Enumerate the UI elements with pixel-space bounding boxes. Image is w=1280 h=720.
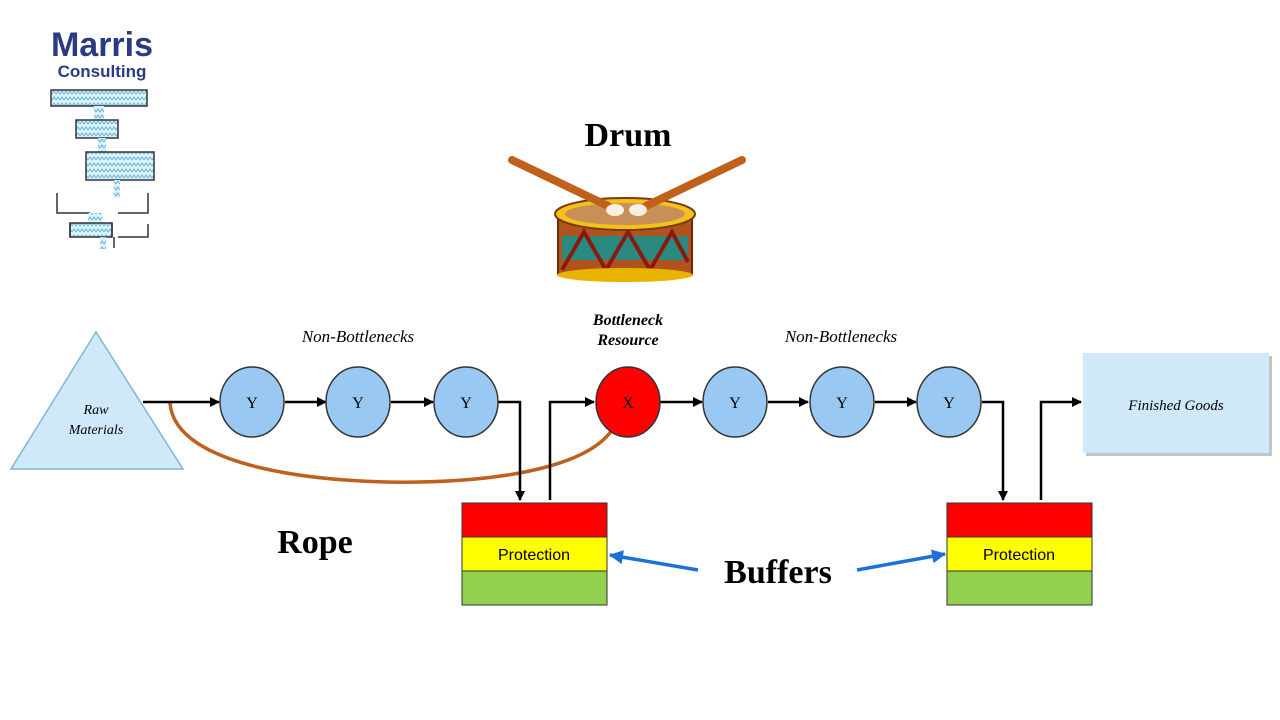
raw-materials-line1: Raw (83, 403, 110, 418)
process-node-y6: Y (916, 366, 982, 438)
bottleneck-node: X (595, 366, 661, 438)
drum-icon (508, 156, 746, 282)
process-node-label: Y (460, 395, 472, 412)
logo-line2: Consulting (58, 62, 147, 81)
rope-label: Rope (277, 524, 353, 561)
flow-arrow (982, 400, 1008, 501)
process-node-y3: Y (433, 366, 499, 438)
process-node-y1: Y (219, 366, 285, 438)
finished-goods-shape: Finished Goods (1083, 353, 1272, 456)
process-node-label: Y (352, 395, 364, 412)
process-node-y5: Y (809, 366, 875, 438)
process-node-y4: Y (702, 366, 768, 438)
non-bottlenecks-right-label: Non-Bottlenecks (784, 327, 898, 346)
process-node-label: Y (836, 395, 848, 412)
buffer-left-label: Protection (498, 547, 570, 564)
finished-goods-label: Finished Goods (1127, 398, 1224, 414)
bottleneck-label-line2: Resource (596, 332, 658, 349)
bottleneck-node-label: X (622, 395, 634, 412)
process-node-label: Y (729, 395, 741, 412)
buffer-left: Protection (461, 502, 608, 606)
company-logo: Marris Consulting (50, 26, 155, 249)
raw-materials-line2: Materials (68, 423, 124, 438)
buffers-label: Buffers (724, 554, 832, 591)
flow-arrow (548, 397, 595, 500)
buffers-arrow-right (856, 549, 946, 572)
buffer-right: Protection (946, 502, 1093, 606)
bottleneck-label-line1: Bottleneck (592, 312, 663, 329)
raw-materials-shape: Raw Materials (9, 330, 185, 470)
buffers-arrow-left (609, 550, 699, 572)
flow-arrow (1039, 397, 1082, 500)
buffer-right-label: Protection (983, 547, 1055, 564)
flow-arrow (498, 400, 525, 501)
logo-funnel-icon (50, 89, 155, 249)
rope-line (168, 402, 614, 484)
non-bottlenecks-left-label: Non-Bottlenecks (301, 327, 415, 346)
flow-arrows (143, 397, 1082, 501)
process-node-y2: Y (325, 366, 391, 438)
process-node-label: Y (246, 395, 258, 412)
process-node-label: Y (943, 395, 955, 412)
logo-line1: Marris (51, 26, 153, 64)
drum-title: Drum (585, 117, 672, 154)
